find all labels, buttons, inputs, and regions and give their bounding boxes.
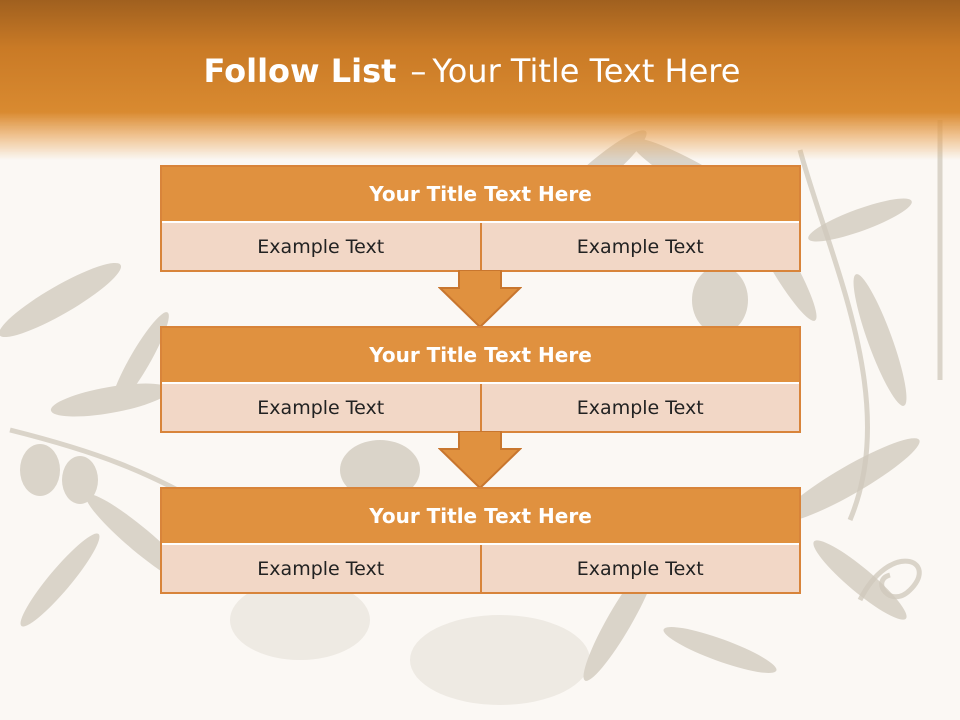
slide-title: Follow List–Your Title Text Here [0,52,944,90]
block-row: Example Text Example Text [162,223,799,270]
title-rest: Your Title Text Here [432,52,741,90]
down-arrow-icon [438,431,522,489]
block-cell-left: Example Text [257,396,385,419]
list-block-1: Your Title Text Here Example Text Exampl… [160,165,801,272]
block-cell-right: Example Text [479,384,800,431]
block-row: Example Text Example Text [162,545,799,592]
title-separator: – [410,52,427,90]
block-title: Your Title Text Here [162,167,799,223]
block-cell-right: Example Text [479,545,800,592]
header-band [0,0,960,160]
block-title: Your Title Text Here [162,328,799,384]
block-title: Your Title Text Here [162,489,799,545]
block-cell-right: Example Text [479,223,800,270]
block-row: Example Text Example Text [162,384,799,431]
block-cell-left: Example Text [257,235,385,258]
list-block-3: Your Title Text Here Example Text Exampl… [160,487,801,594]
block-cell-left: Example Text [257,557,385,580]
list-block-2: Your Title Text Here Example Text Exampl… [160,326,801,433]
title-bold: Follow List [203,52,397,90]
down-arrow-icon [438,270,522,328]
